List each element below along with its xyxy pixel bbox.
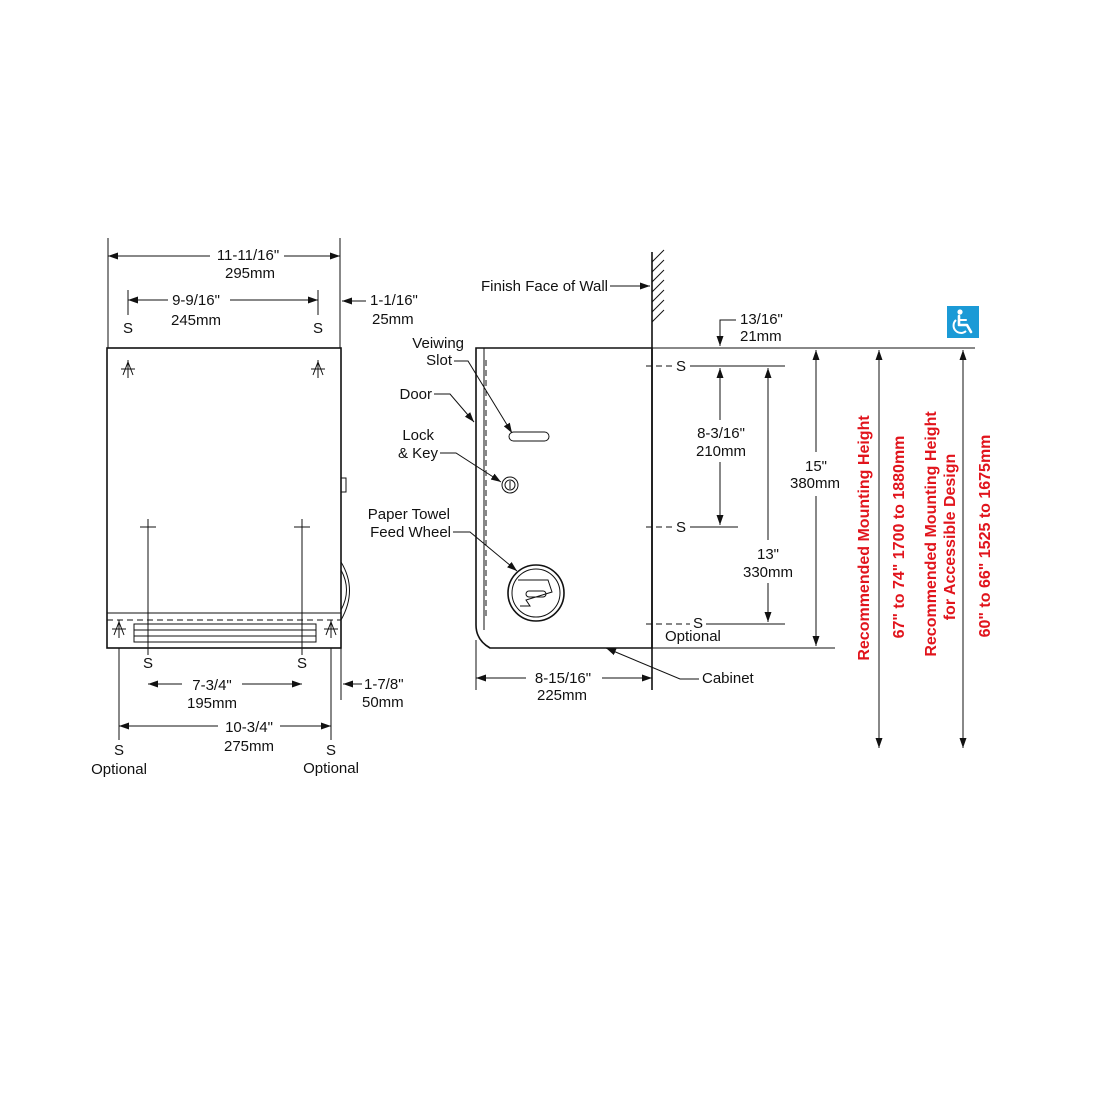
side-view: Finish Face of Wall Veiwing Slot Door Lo… xyxy=(368,249,975,704)
depth-metric: 225mm xyxy=(537,687,587,704)
bottom-mount-spacing-imperial: 7-3/4" xyxy=(192,677,232,694)
mounting-heights: Recommended Mounting Height 67" to 74" 1… xyxy=(856,306,994,748)
optional-label-right: Optional xyxy=(303,760,359,777)
screw-mark-top-right: S xyxy=(313,320,323,337)
side-optional-label: Optional xyxy=(665,628,721,645)
mount-cross-right xyxy=(294,519,310,535)
accessible-height-label-line1: Recommended Mounting Height xyxy=(923,411,940,657)
viewing-slot-label-line2: Slot xyxy=(426,352,453,369)
bottom-side-offset-imperial: 1-7/8" xyxy=(364,676,404,693)
top-mount-spacing-imperial: 9-9/16" xyxy=(172,292,220,309)
upper-mount-spacing-metric: 210mm xyxy=(696,443,746,460)
viewing-slot xyxy=(508,431,550,442)
screw-mark-bottom-right: S xyxy=(297,655,307,672)
side-screw-mark-middle: S xyxy=(676,519,686,536)
wall-label: Finish Face of Wall xyxy=(481,278,608,295)
feed-wheel-label-line2: Feed Wheel xyxy=(370,524,451,541)
side-screw-mark-upper: S xyxy=(676,358,686,375)
screw-mark-top-left: S xyxy=(123,320,133,337)
side-cabinet-outline xyxy=(475,347,653,649)
wall-hatch xyxy=(651,249,665,323)
overall-width-metric: 295mm xyxy=(225,265,275,282)
accessible-height-label-line2: for Accessible Design xyxy=(942,454,959,621)
side-screw-mark-lower: S xyxy=(693,615,703,632)
front-view: 11-11/16" 295mm 9-9/16" 245mm 1-1/16" 25… xyxy=(91,238,418,778)
screw-mark-bottom-left: S xyxy=(143,655,153,672)
keyhole-mark-top-left xyxy=(121,360,135,378)
screw-mark-optional-right: S xyxy=(326,742,336,759)
overall-width-imperial: 11-11/16" xyxy=(217,247,279,264)
mount-cross-left xyxy=(140,519,156,535)
keyhole-mark-bottom-right xyxy=(324,620,338,638)
accessible-height-range: 60" to 66" 1525 to 1675mm xyxy=(977,435,994,638)
bottom-side-offset-metric: 50mm xyxy=(362,694,404,711)
screw-mark-optional-left: S xyxy=(114,742,124,759)
wheelchair-accessibility-icon xyxy=(947,306,979,338)
side-offset-imperial: 1-1/16" xyxy=(370,292,418,309)
cabinet-label: Cabinet xyxy=(702,670,755,687)
lower-mount-spacing-imperial: 13" xyxy=(757,546,779,563)
top-mount-spacing-metric: 245mm xyxy=(171,312,221,329)
lock-label-line1: Lock xyxy=(402,427,434,444)
lock-label-line2: & Key xyxy=(398,445,439,462)
upper-mount-spacing-imperial: 8-3/16" xyxy=(697,425,745,442)
height-metric: 380mm xyxy=(790,475,840,492)
top-offset-imperial: 13/16" xyxy=(740,311,783,328)
keyhole-mark-top-right xyxy=(311,360,325,378)
recommended-height-label: Recommended Mounting Height xyxy=(856,415,873,661)
depth-imperial: 8-15/16" xyxy=(535,670,591,687)
door-label: Door xyxy=(399,386,432,403)
recommended-height-range: 67" to 74" 1700 to 1880mm xyxy=(891,436,908,639)
lock-key-symbol xyxy=(501,476,519,494)
optional-spacing-imperial: 10-3/4" xyxy=(225,719,273,736)
viewing-slot-label-line1: Veiwing xyxy=(412,335,464,352)
top-offset-metric: 21mm xyxy=(740,328,782,345)
side-offset-metric: 25mm xyxy=(372,311,414,328)
front-cabinet-outline xyxy=(106,347,342,649)
optional-label-left: Optional xyxy=(91,761,147,778)
feed-wheel-label-line1: Paper Towel xyxy=(368,506,450,523)
feed-wheel xyxy=(507,564,565,622)
bottom-mount-spacing-metric: 195mm xyxy=(187,695,237,712)
optional-spacing-metric: 275mm xyxy=(224,738,274,755)
keyhole-mark-bottom-left xyxy=(112,620,126,638)
height-imperial: 15" xyxy=(805,458,827,475)
lower-mount-spacing-metric: 330mm xyxy=(743,564,793,581)
